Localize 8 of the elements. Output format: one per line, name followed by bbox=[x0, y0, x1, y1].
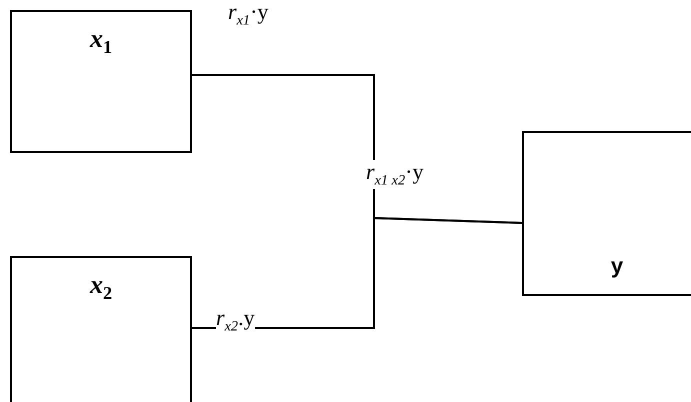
connector-line bbox=[192, 216, 522, 329]
box bbox=[522, 131, 691, 296]
variable-label: y bbox=[610, 253, 624, 279]
box bbox=[10, 256, 192, 402]
variable-label: x$_{1}$ bbox=[88, 24, 114, 58]
variable-label: x$_{2}$ bbox=[88, 270, 114, 304]
correlation-label: r$_{x1 x2}$·y bbox=[366, 160, 424, 190]
box bbox=[10, 10, 192, 153]
